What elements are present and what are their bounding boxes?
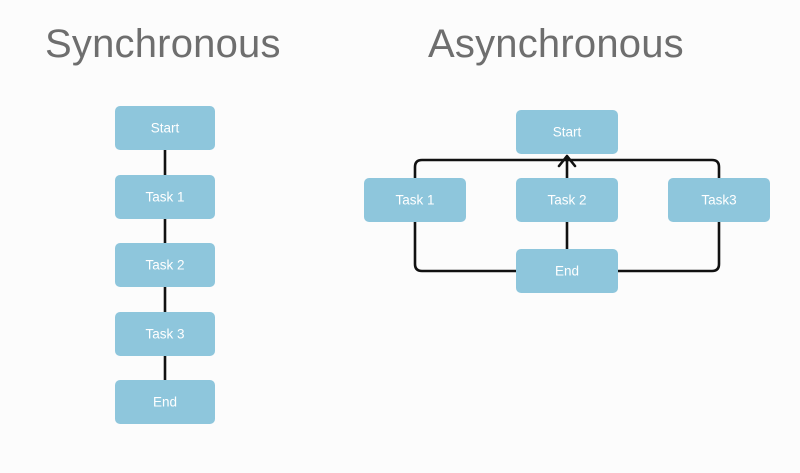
node-shape-async-start[interactable]: [516, 110, 618, 154]
node-label-async-task3: Task3: [701, 193, 736, 208]
node-label-async-task1: Task 1: [395, 193, 434, 208]
node-shape-async-task1[interactable]: [364, 178, 466, 222]
node-shape-sync-task2[interactable]: [115, 243, 215, 287]
node-async-task3[interactable]: Task3: [668, 178, 770, 222]
node-sync-task3[interactable]: Task 3: [115, 312, 215, 356]
connector-async-task1-to-end: [413, 220, 518, 273]
connector-async-task3-to-start: [565, 158, 721, 180]
node-label-sync-task3: Task 3: [145, 327, 184, 342]
node-async-start[interactable]: Start: [516, 110, 618, 154]
node-label-async-start: Start: [553, 125, 582, 140]
node-label-async-task2: Task 2: [547, 193, 586, 208]
panel-title-asynchronous: Asynchronous: [428, 22, 684, 66]
node-label-sync-task2: Task 2: [145, 258, 184, 273]
arrow-head-async-arrow-into-start: [557, 154, 577, 168]
connector-async-task3-to-end: [616, 220, 721, 273]
node-shape-sync-task1[interactable]: [115, 175, 215, 219]
node-shape-async-task3[interactable]: [668, 178, 770, 222]
node-shape-sync-end[interactable]: [115, 380, 215, 424]
node-sync-start[interactable]: Start: [115, 106, 215, 150]
node-async-end[interactable]: End: [516, 249, 618, 293]
node-shape-sync-task3[interactable]: [115, 312, 215, 356]
node-label-sync-end: End: [153, 395, 177, 410]
node-sync-end[interactable]: End: [115, 380, 215, 424]
node-shape-sync-start[interactable]: [115, 106, 215, 150]
node-label-async-end: End: [555, 264, 579, 279]
node-label-sync-task1: Task 1: [145, 190, 184, 205]
node-async-task1[interactable]: Task 1: [364, 178, 466, 222]
node-sync-task2[interactable]: Task 2: [115, 243, 215, 287]
panel-title-synchronous: Synchronous: [45, 22, 281, 66]
node-label-sync-start: Start: [151, 121, 180, 136]
node-sync-task1[interactable]: Task 1: [115, 175, 215, 219]
node-async-task2[interactable]: Task 2: [516, 178, 618, 222]
connector-async-task1-to-start: [413, 158, 569, 180]
node-shape-async-task2[interactable]: [516, 178, 618, 222]
node-shape-async-end[interactable]: [516, 249, 618, 293]
